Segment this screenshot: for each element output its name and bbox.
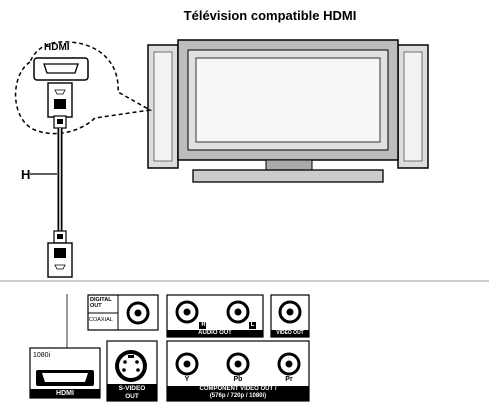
svideo-label-line1: S-VIDEO [118,385,146,392]
svideo-block [106,340,158,402]
audio-out-block [166,294,264,338]
tv-hdmi-port [33,57,89,81]
component-title-line1: COMPONENT VIDEO OUT / [199,386,277,392]
cable-label: H [21,167,31,182]
audio-left-marker: L [250,322,255,328]
video-out-block [270,294,310,338]
coaxial-label: COAXIAL [89,317,113,323]
hdmi-resolution-label: 1080i [33,352,51,359]
television-illustration [147,39,429,183]
audio-right-marker: R [201,322,206,328]
component-title-line2: (576p / 720p / 1080i) [209,393,267,399]
diagram-title: Télévision compatible HDMI [183,8,357,23]
digital-out-label: DIGITAL OUT [90,297,112,309]
audio-out-label: AUDIO OUT [198,330,232,336]
svideo-label-line2: OUT [125,392,139,400]
digital-out-coaxial-block [87,294,159,331]
video-out-label: VIDEO OUT [276,330,304,336]
component-video-block [166,340,310,402]
svideo-label: S-VIDEO OUT [107,385,157,400]
component-title: COMPONENT VIDEO OUT / (576p / 720p / 108… [167,386,309,400]
hdmi-plug-bottom [47,230,73,278]
component-y-label: Y [184,376,190,383]
panel-hdmi-block [29,347,101,399]
hdmi-zoom-callout [14,41,153,135]
component-pr-label: Pr [285,376,293,383]
panel-hdmi-label: HDMI [56,390,74,397]
hdmi-plug-top [47,82,73,129]
component-pb-label: Pb [233,376,243,383]
hdmi-callout-label: HDMI [44,42,70,53]
